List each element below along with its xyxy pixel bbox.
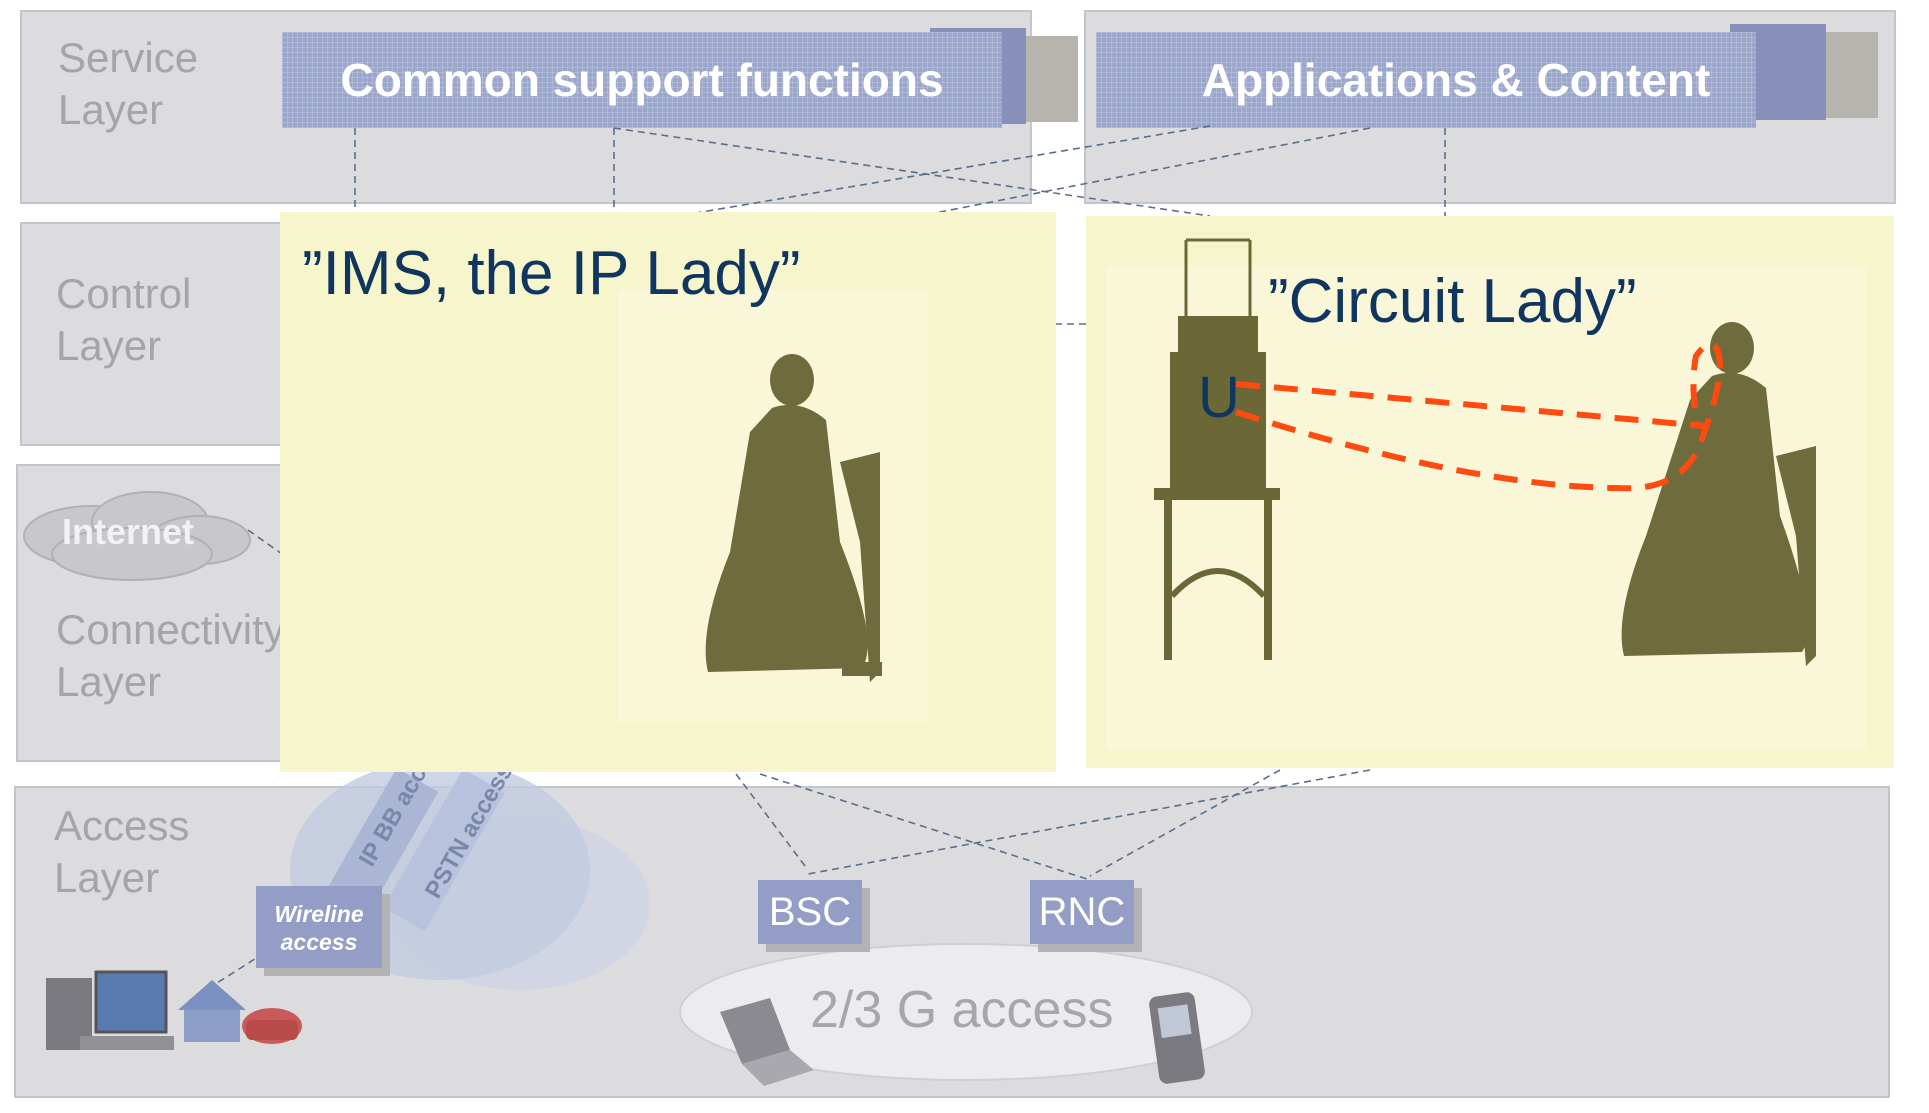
connector-line — [613, 127, 1211, 217]
internet-cloud — [23, 491, 251, 581]
house-icon — [178, 980, 246, 1042]
control-layer-label: Control Layer — [56, 270, 192, 369]
wireline-access-box: Wireline access — [256, 886, 382, 968]
connector-line — [1089, 769, 1281, 877]
circuit-title: ”Circuit Lady” — [1268, 267, 1637, 336]
switchboard-icon — [1154, 238, 1280, 660]
connector-line — [929, 127, 1371, 215]
control-layer-band — [20, 222, 290, 446]
common-support-shadow — [1018, 36, 1078, 122]
ims-title: ”IMS, the IP Lady” — [302, 239, 801, 308]
circuit-overlay: ”Circuit Lady” U — [1086, 216, 1894, 768]
connector-line — [735, 773, 809, 871]
telephone-icon — [242, 1008, 302, 1044]
ip-bb-band — [321, 768, 439, 922]
seated-operator-illustration — [705, 354, 882, 682]
access-layer-label: Access Layer — [54, 802, 190, 901]
bsc-box: BSC — [758, 880, 862, 944]
switchboard-illustration — [1154, 238, 1816, 666]
internet-label: Internet — [62, 511, 194, 552]
connectivity-layer-label: Connectivity Layer — [56, 606, 285, 705]
laptop-icon — [720, 998, 814, 1086]
common-support-box: Common support functions — [282, 32, 1002, 128]
rnc-box: RNC — [1030, 880, 1134, 944]
pstn-band — [383, 768, 505, 932]
connector-line — [247, 529, 283, 555]
applications-box: Applications & Content — [1096, 32, 1756, 128]
g-access-ellipse — [679, 943, 1253, 1081]
ims-overlay: ”IMS, the IP Lady” — [280, 212, 1056, 772]
connector-line — [689, 125, 1211, 215]
desktop-computer-icon — [46, 970, 174, 1050]
applications-shadow — [1818, 32, 1878, 118]
seated-operator-right — [1621, 322, 1816, 666]
mobile-phone-icon — [1149, 992, 1205, 1084]
service-layer-label: Service Layer — [58, 34, 199, 133]
g-access-label: 2/3 G access — [810, 981, 1114, 1039]
connector-line — [807, 769, 1371, 875]
switchboard-mark: U — [1198, 365, 1240, 430]
circuit-dashed-lines — [1235, 341, 1723, 492]
connector-line — [759, 773, 1091, 881]
